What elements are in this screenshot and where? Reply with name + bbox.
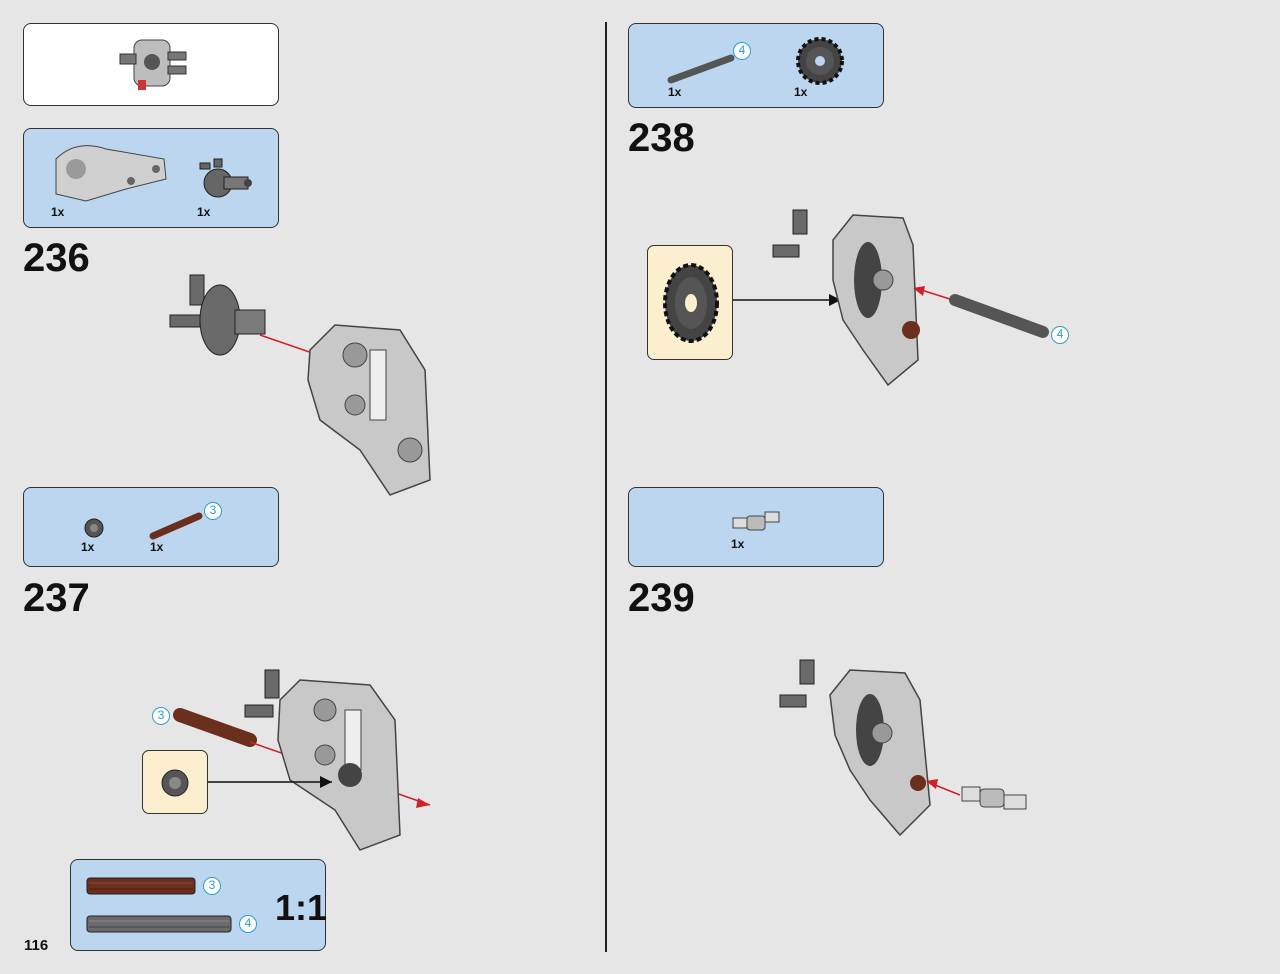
- small-gear-part-icon: [84, 518, 104, 538]
- beam-frame-part-icon: [55, 145, 167, 202]
- step-236-parts-box: 1x 1x: [23, 128, 279, 228]
- large-gear-part-icon: [796, 37, 844, 85]
- step-237-assembly-illustration: [173, 669, 431, 851]
- preview-model-image: [119, 39, 187, 90]
- small-gear-icon: [161, 769, 189, 797]
- universal-joint-part-icon: [732, 511, 780, 531]
- step-236-part2-qty: 1x: [197, 205, 211, 219]
- step-237-part2-qty: 1x: [150, 540, 164, 554]
- large-gear-icon: [663, 263, 719, 343]
- step-number-238: 238: [628, 116, 695, 160]
- step-number-237: 237: [23, 576, 90, 620]
- step-237-part1-qty: 1x: [81, 540, 95, 554]
- step-237-assembly-callout: 3: [152, 707, 170, 725]
- scale-axle-3-callout: 3: [203, 877, 221, 895]
- step-237-subassembly-box: [142, 750, 208, 814]
- differential-part-icon: [199, 158, 252, 198]
- step-237-axle-length-callout: 3: [204, 502, 222, 520]
- step-number-236: 236: [23, 236, 90, 280]
- scale-label: 1:1: [275, 887, 328, 928]
- grey-axle-part-icon: [667, 54, 735, 84]
- step-237-parts-box: 1x 1x 3: [23, 487, 279, 567]
- step-238-subassembly-box: [647, 245, 733, 360]
- page-divider: [605, 22, 607, 952]
- scale-axle-4-callout: 4: [239, 915, 257, 933]
- model-preview-box: [23, 23, 279, 106]
- step-238-assembly-illustration: [733, 209, 1049, 387]
- step-number-239: 239: [628, 576, 695, 620]
- brown-axle-scale-image: [86, 877, 196, 895]
- step-236-assembly-illustration: [169, 274, 431, 496]
- step-238-part1-qty: 1x: [668, 85, 682, 99]
- step-239-part1-qty: 1x: [731, 537, 745, 551]
- brown-axle-part-icon: [149, 512, 203, 540]
- step-238-parts-box: 4 1x 1x: [628, 23, 884, 108]
- step-239-assembly-illustration: [779, 659, 1027, 837]
- step-238-part2-qty: 1x: [794, 85, 808, 99]
- step-236-part1-qty: 1x: [51, 205, 65, 219]
- step-239-parts-box: 1x: [628, 487, 884, 567]
- step-238-axle-length-callout: 4: [733, 42, 751, 60]
- step-238-assembly-callout: 4: [1051, 326, 1069, 344]
- axle-scale-box: 3 4 1:1: [70, 859, 328, 951]
- grey-axle-scale-image: [86, 915, 232, 933]
- page-number: 116: [24, 937, 49, 954]
